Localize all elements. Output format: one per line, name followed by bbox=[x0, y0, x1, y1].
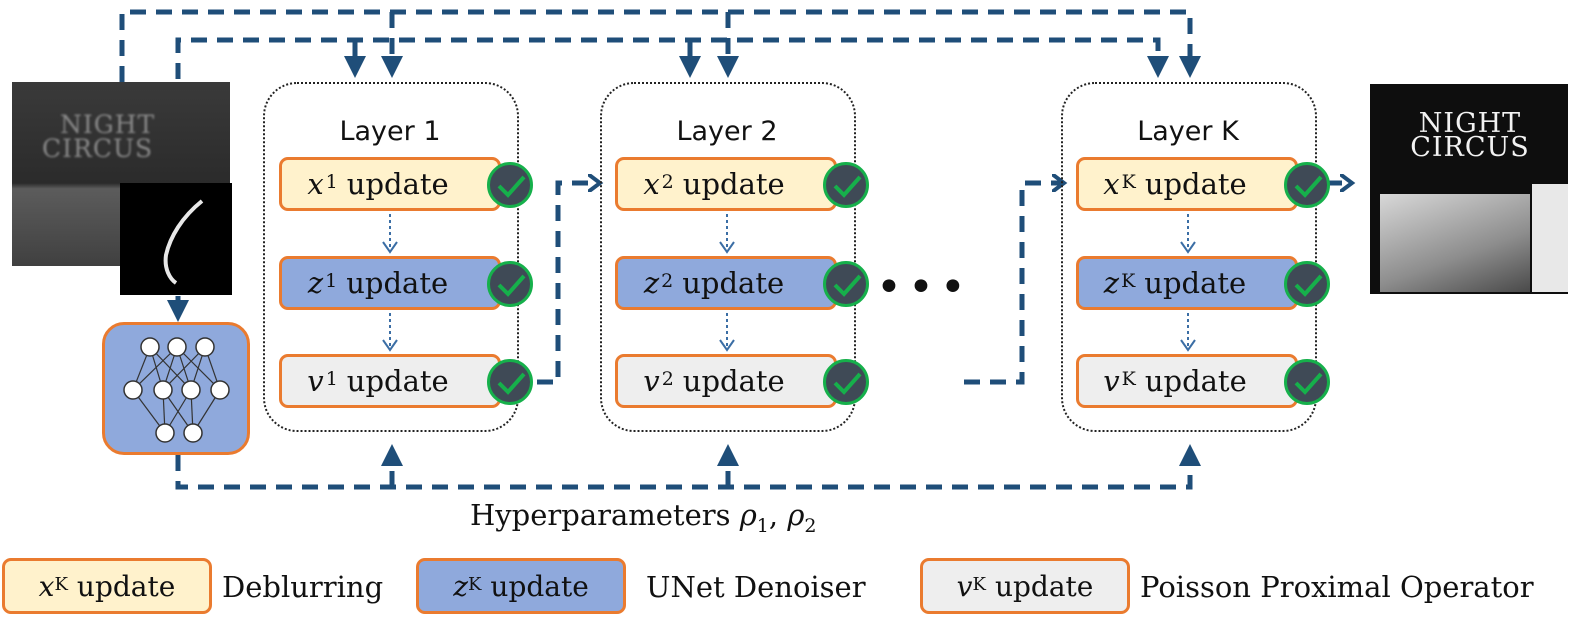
check-icon bbox=[823, 261, 869, 307]
output-book-cover bbox=[1380, 194, 1530, 292]
check-icon bbox=[1284, 261, 1330, 307]
update-label: update bbox=[682, 266, 785, 300]
hyperparameters-label: Hyperparameters ρ1, ρ2 bbox=[470, 498, 816, 537]
update-label: update bbox=[682, 364, 785, 398]
update-label: update bbox=[682, 167, 785, 201]
check-icon bbox=[1284, 162, 1330, 208]
output-photo-line1: NIGHT bbox=[1418, 108, 1522, 139]
layer-1-title: Layer 1 bbox=[339, 116, 441, 147]
legend-z-desc: UNet Denoiser bbox=[646, 570, 866, 604]
legend-x-desc: Deblurring bbox=[222, 570, 384, 604]
legend-var: v bbox=[956, 569, 973, 603]
check-icon bbox=[1284, 359, 1330, 405]
neural-network-box bbox=[102, 322, 250, 455]
hyper-feed-line bbox=[175, 444, 1201, 490]
superscript: 2 bbox=[661, 270, 674, 292]
update-label: update bbox=[346, 167, 449, 201]
layer-1-frame bbox=[263, 82, 519, 432]
update-label: update bbox=[1144, 364, 1247, 398]
output-photo-line2: CIRCUS bbox=[1410, 132, 1530, 163]
rho-1: ρ bbox=[739, 498, 757, 532]
layer-2-title: Layer 2 bbox=[676, 116, 778, 147]
legend-var: x bbox=[38, 569, 55, 603]
rho-2: ρ bbox=[787, 498, 805, 532]
layer-k-title: Layer K bbox=[1137, 116, 1239, 147]
var-v: v bbox=[307, 364, 324, 398]
legend-word: update bbox=[994, 569, 1094, 603]
legend-word: update bbox=[76, 569, 176, 603]
superscript: K bbox=[1121, 270, 1136, 292]
superscript: 1 bbox=[325, 270, 338, 292]
restored-output-image: NIGHT CIRCUS bbox=[1370, 84, 1568, 294]
update-label: update bbox=[346, 266, 449, 300]
check-icon bbox=[823, 162, 869, 208]
var-v: v bbox=[1103, 364, 1120, 398]
blur-kernel-icon bbox=[163, 199, 204, 285]
blurry-input-image: NIGHT CIRCUS bbox=[12, 82, 230, 266]
check-icon bbox=[487, 162, 533, 208]
superscript: K bbox=[1121, 171, 1136, 193]
var-z: z bbox=[307, 266, 324, 300]
superscript: 1 bbox=[325, 171, 338, 193]
var-z: z bbox=[643, 266, 660, 300]
layer-k-frame bbox=[1061, 82, 1317, 432]
var-x: x bbox=[1103, 167, 1120, 201]
blur-kernel-image bbox=[120, 183, 232, 295]
check-icon bbox=[823, 359, 869, 405]
update-label: update bbox=[1144, 266, 1247, 300]
layer-2-frame bbox=[600, 82, 856, 432]
check-icon bbox=[487, 261, 533, 307]
legend-var: z bbox=[453, 569, 468, 603]
superscript: K bbox=[1121, 368, 1136, 390]
legend-word: update bbox=[490, 569, 589, 603]
output-book-spine bbox=[1532, 184, 1568, 292]
check-icon bbox=[487, 359, 533, 405]
legend-sup: K bbox=[972, 573, 986, 595]
update-label: update bbox=[1144, 167, 1247, 201]
var-z: z bbox=[1103, 266, 1120, 300]
var-x: x bbox=[307, 167, 324, 201]
input-photo-line2: CIRCUS bbox=[42, 134, 154, 163]
sep: , bbox=[768, 498, 788, 532]
legend-v-desc: Poisson Proximal Operator bbox=[1140, 570, 1534, 604]
legend-sup: K bbox=[54, 573, 68, 595]
superscript: 2 bbox=[661, 368, 674, 390]
var-v: v bbox=[643, 364, 660, 398]
layer2-to-layerk-wire bbox=[964, 183, 1062, 385]
sub-1: 1 bbox=[756, 514, 769, 537]
kernel-feed-line bbox=[175, 37, 1169, 183]
layer1-to-layer2-wire bbox=[537, 183, 598, 385]
legend-sup: K bbox=[467, 573, 482, 595]
input-photo-line1: NIGHT bbox=[60, 110, 156, 139]
update-label: update bbox=[346, 364, 449, 398]
superscript: 1 bbox=[325, 368, 338, 390]
sub-2: 2 bbox=[804, 514, 817, 537]
superscript: 2 bbox=[661, 171, 674, 193]
neural-network-icon bbox=[123, 337, 230, 443]
hyper-text: Hyperparameters bbox=[470, 498, 740, 532]
input-feed-line bbox=[119, 9, 1201, 82]
ellipsis: ••• bbox=[876, 262, 972, 313]
var-x: x bbox=[643, 167, 660, 201]
